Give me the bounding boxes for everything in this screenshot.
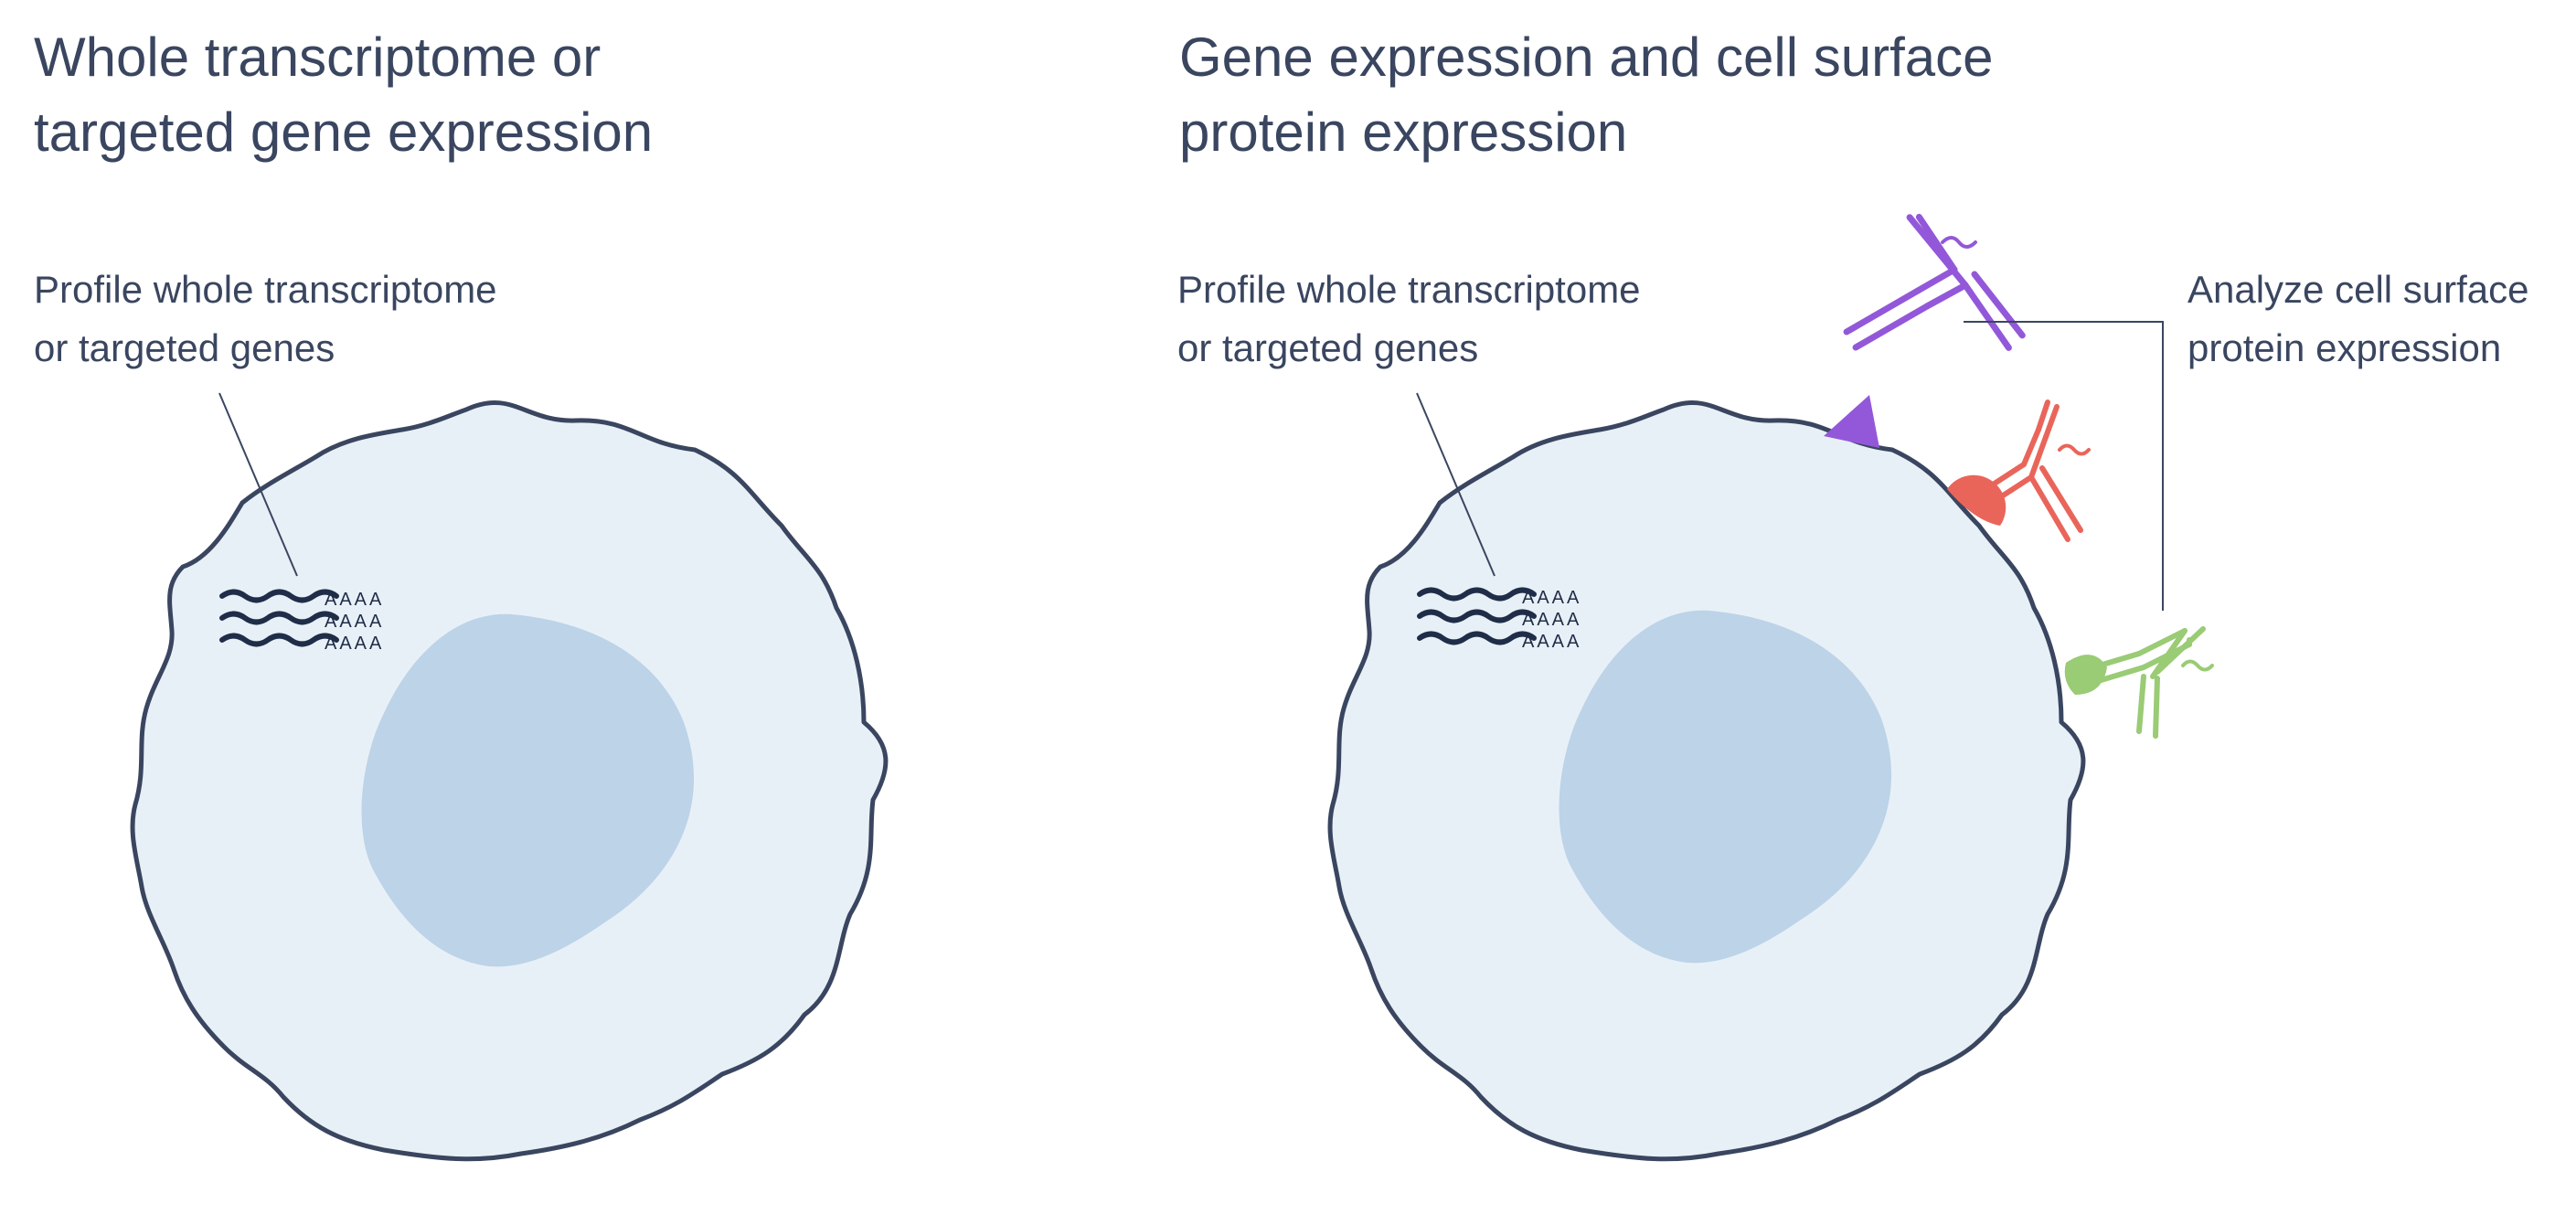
leader-line [218, 392, 298, 577]
mrna-strand [1417, 609, 1537, 623]
protein-leader-line [1964, 321, 2164, 611]
polya-tail: AAAA [1522, 588, 1581, 608]
polya-tail: AAAA [325, 612, 384, 632]
title-line: Gene expression and cell surface [1179, 27, 1994, 88]
polya-tail: AAAA [325, 634, 384, 654]
protein-expression-label: Analyze cell surface protein expression [2187, 261, 2529, 378]
right-panel-title: Gene expression and cell surface protein… [1179, 20, 1994, 170]
polya-tail: AAAA [1522, 610, 1581, 630]
label-line: Profile whole transcriptome [34, 268, 497, 311]
right-cell: AAAA AAAA AAAA [1327, 392, 2086, 1162]
mrna-icon [219, 589, 339, 647]
mrna-strand [219, 611, 339, 625]
right-transcriptome-label: Profile whole transcriptome or targeted … [1177, 261, 1641, 378]
purple-antibody-icon [1843, 213, 2026, 351]
purple-surface-protein [1824, 395, 1879, 448]
left-panel-title: Whole transcriptome or targeted gene exp… [34, 20, 653, 170]
mrna-strand [219, 633, 339, 647]
mrna-strand [219, 589, 339, 603]
label-line: or targeted genes [34, 326, 335, 369]
mrna-strand [1417, 631, 1537, 645]
title-line: targeted gene expression [34, 101, 654, 163]
left-transcriptome-label: Profile whole transcriptome or targeted … [34, 261, 497, 378]
nucleus [1559, 610, 1892, 964]
mrna-icon [1417, 587, 1537, 645]
mrna-strand [1417, 587, 1537, 602]
label-line: Profile whole transcriptome [1177, 268, 1641, 311]
nucleus [361, 613, 695, 967]
title-line: Whole transcriptome or [34, 27, 601, 88]
title-line: protein expression [1179, 101, 1628, 163]
leader-line [1416, 392, 1496, 577]
green-antibody-icon [2091, 626, 2214, 739]
red-antibody-icon [1985, 399, 2091, 542]
label-line: Analyze cell surface [2187, 268, 2529, 311]
green-surface-protein [2064, 655, 2107, 695]
polya-tail: AAAA [325, 590, 384, 610]
label-line: or targeted genes [1177, 326, 1479, 369]
label-line: protein expression [2187, 326, 2502, 369]
polya-tail: AAAA [1522, 632, 1581, 652]
left-cell: AAAA AAAA AAAA [130, 392, 889, 1162]
